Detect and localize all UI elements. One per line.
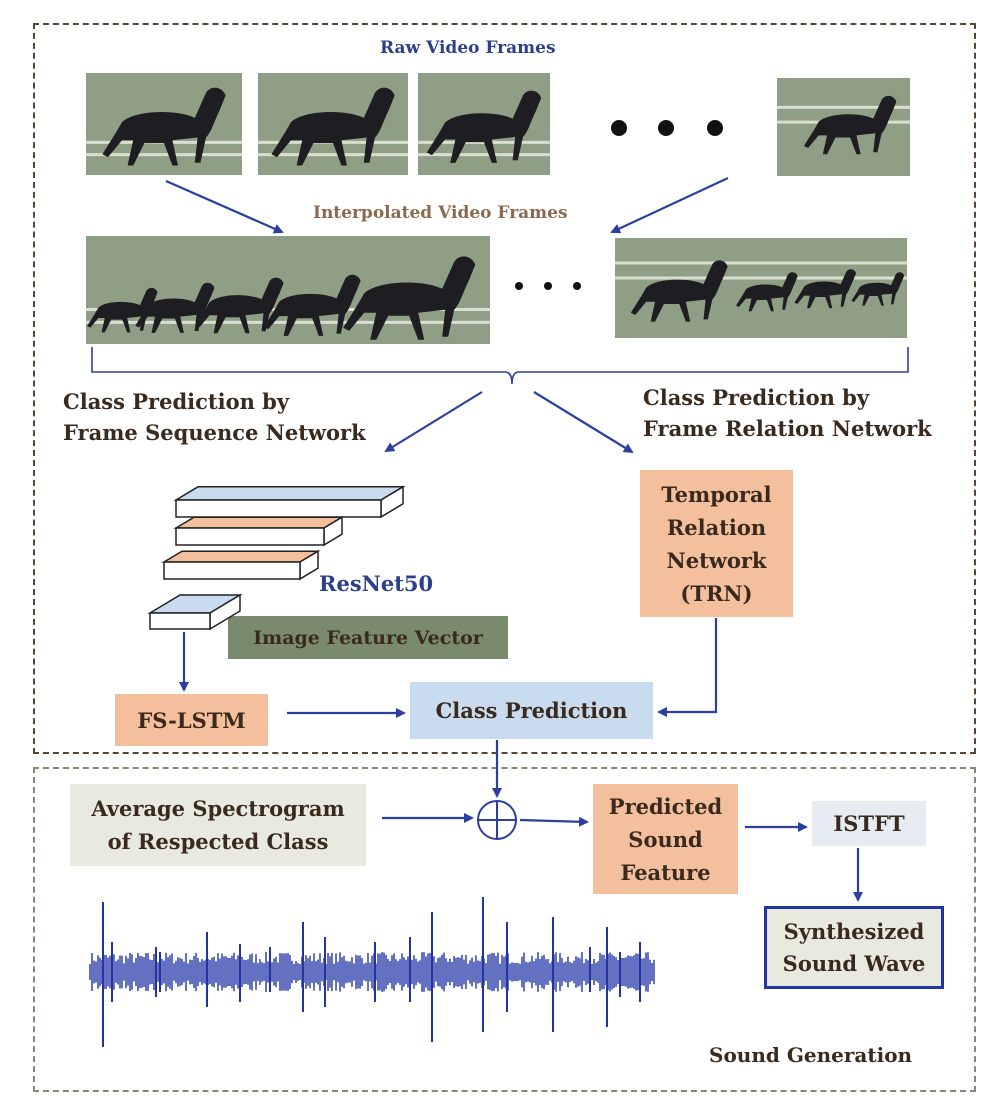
horse-silhouette bbox=[135, 282, 215, 333]
interpolated-frames-strip bbox=[86, 236, 490, 344]
trn-box: Temporal Relation Network (TRN) bbox=[640, 470, 793, 617]
ellipsis-dot bbox=[658, 120, 674, 136]
raw-frame-1 bbox=[86, 73, 242, 175]
resnet-label: ResNet50 bbox=[319, 571, 434, 596]
horse-silhouette bbox=[263, 274, 361, 336]
resnet-layer-3 bbox=[161, 549, 321, 581]
arrow-plus-to-feature bbox=[519, 816, 589, 827]
sound-waveform bbox=[89, 897, 655, 1047]
ellipsis-dot bbox=[544, 282, 552, 290]
class-prediction-label: Class Prediction bbox=[435, 698, 628, 723]
arrow-raw-to-interp-right bbox=[610, 177, 729, 234]
top-section-frame bbox=[33, 23, 976, 754]
horse-silhouette bbox=[736, 272, 798, 312]
ellipsis-dot bbox=[707, 120, 723, 136]
fslstm-box: FS-LSTM bbox=[115, 694, 268, 746]
horse-silhouette bbox=[794, 269, 857, 309]
horse-silhouette bbox=[803, 95, 897, 155]
arrow-to-frame-relation bbox=[533, 391, 634, 454]
sound-generation-title: Sound Generation bbox=[709, 1043, 913, 1067]
class-prediction-box: Class Prediction bbox=[410, 682, 653, 739]
istft-label: ISTFT bbox=[833, 811, 905, 836]
resnet-layer-2 bbox=[173, 515, 345, 547]
horse-silhouette bbox=[87, 287, 158, 333]
image-feature-vector-label: Image Feature Vector bbox=[253, 626, 483, 649]
raw-frames-label: Raw Video Frames bbox=[380, 38, 556, 58]
raw-frame-last bbox=[777, 78, 910, 176]
raw-frame-2 bbox=[258, 73, 408, 175]
grouping-brace bbox=[91, 347, 909, 385]
interpolated-frames-strip-last bbox=[615, 238, 907, 338]
istft-box: ISTFT bbox=[812, 801, 926, 846]
fslstm-label: FS-LSTM bbox=[137, 707, 246, 733]
horse-silhouette bbox=[426, 90, 542, 163]
resnet-layer-4 bbox=[147, 593, 243, 631]
image-feature-vector-box: Image Feature Vector bbox=[228, 616, 508, 659]
waveform-spikes bbox=[102, 897, 641, 1047]
arrow-to-frame-sequence bbox=[384, 391, 483, 453]
raw-frame-3 bbox=[418, 73, 550, 175]
waveform-body bbox=[89, 952, 655, 992]
horse-silhouette bbox=[102, 87, 226, 166]
horse-silhouette bbox=[195, 277, 284, 334]
avg-spectrogram-box: Average Spectrogram of Respected Class bbox=[70, 784, 366, 866]
predicted-sound-feature-box: Predicted Sound Feature bbox=[593, 784, 738, 894]
synthesized-sound-wave-box: Synthesized Sound Wave bbox=[764, 906, 944, 989]
ellipsis-dot bbox=[573, 282, 581, 290]
left-branch-label: Class Prediction by Frame Sequence Netwo… bbox=[63, 389, 366, 445]
resnet-layer-1 bbox=[173, 485, 406, 519]
right-branch-label: Class Prediction by Frame Relation Netwo… bbox=[643, 385, 932, 441]
horse-silhouette bbox=[630, 260, 728, 322]
ellipsis-dot bbox=[515, 282, 523, 290]
horse-silhouette bbox=[343, 256, 476, 340]
horse-silhouette bbox=[851, 272, 905, 306]
bottom-section-frame bbox=[33, 767, 976, 1092]
arrow-trn-to-classpred bbox=[657, 618, 718, 717]
horse-silhouette bbox=[271, 87, 395, 166]
interpolated-frames-label: Interpolated Video Frames bbox=[313, 203, 568, 223]
arrow-raw-to-interp-left bbox=[165, 179, 284, 234]
ellipsis-dot bbox=[611, 120, 627, 136]
